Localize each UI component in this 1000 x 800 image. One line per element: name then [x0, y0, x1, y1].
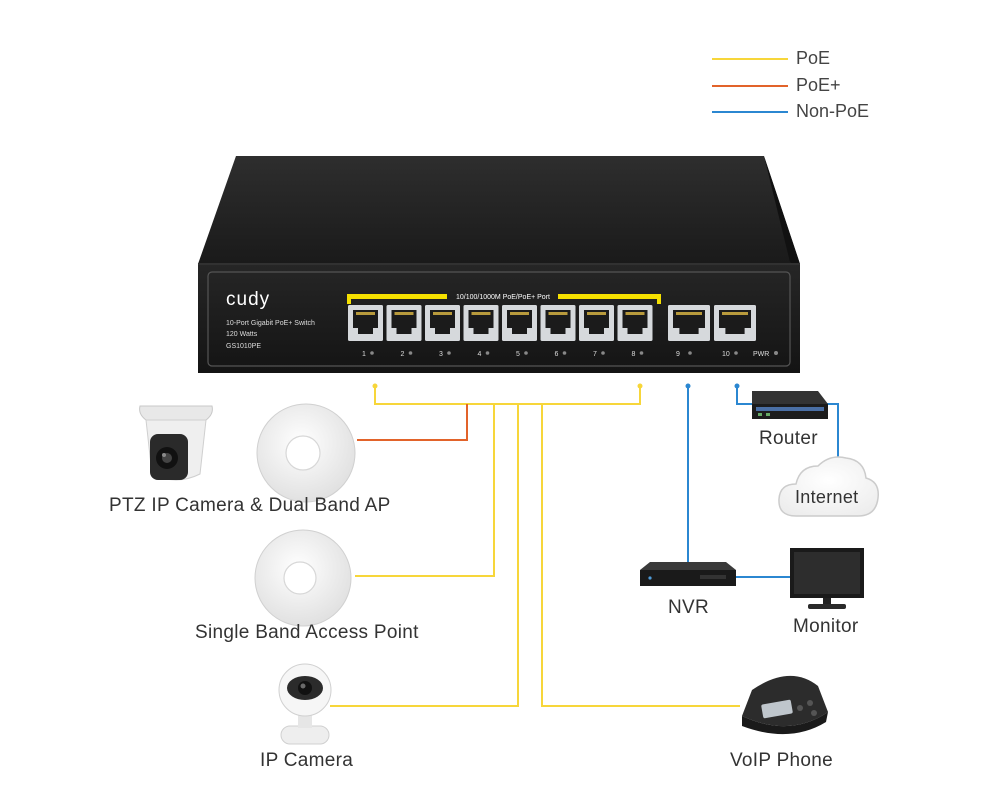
internet-cloud-icon [778, 456, 879, 517]
switch-port-4: 4 [463, 305, 499, 358]
poeplus-line-dual-ap [357, 404, 468, 441]
port-number-8: 8 [632, 351, 636, 358]
port-number-7: 7 [593, 351, 597, 358]
single-band-ap-label: Single Band Access Point [195, 622, 419, 643]
port-number-6: 6 [555, 351, 559, 358]
port-number-5: 5 [516, 351, 520, 358]
port-number-2: 2 [401, 351, 405, 358]
legend-poeplus-line [712, 85, 788, 87]
switch-top [198, 156, 800, 264]
port-number-4: 4 [478, 351, 482, 358]
port-strip-label: 10/100/1000M PoE/PoE+ Port [456, 294, 550, 301]
nonpoe-line-router [736, 386, 752, 405]
port-group: 1 2 3 4 5 6 7 8 9 10 [348, 305, 756, 358]
pwr-label: PWR [753, 351, 769, 358]
ptz-camera-icon [139, 405, 213, 481]
switch-port-10: 10 [714, 305, 756, 358]
legend-poe-line [712, 58, 788, 60]
switch-power: 120 Watts [226, 331, 258, 338]
dual-band-ap-icon [256, 403, 356, 503]
voip-phone-icon [742, 675, 828, 735]
nonpoe-line-router-internet [826, 403, 839, 458]
poe-strip-right [558, 294, 661, 299]
poe-line-voip [541, 404, 740, 707]
port-number-10: 10 [722, 351, 730, 358]
switch-brand-logo: cudy [226, 289, 270, 310]
switch-port-2: 2 [386, 305, 422, 358]
legend-poe-label: PoE [796, 48, 831, 68]
nvr-icon [640, 562, 736, 586]
switch-port-3: 3 [425, 305, 460, 358]
switch-model: GS1010PE [226, 343, 261, 350]
switch-port-5: 5 [502, 305, 537, 358]
switch-port-8: 8 [617, 305, 653, 358]
pwr-led [774, 351, 778, 355]
port-number-3: 3 [439, 351, 443, 358]
ptz-camera-dual-ap-label: PTZ IP Camera & Dual Band AP [109, 495, 391, 516]
legend-poeplus-label: PoE+ [796, 75, 841, 95]
single-band-ap-icon [254, 529, 352, 627]
poe-strip-left [347, 294, 447, 299]
poe-line-port1-bus [374, 386, 641, 405]
switch-description: 10-Port Gigabit PoE+ Switch [226, 320, 315, 327]
internet-label: Internet [795, 487, 859, 507]
switch-port-9: 9 [668, 305, 710, 358]
switch-port-6: 6 [540, 305, 576, 358]
router-label: Router [759, 428, 818, 449]
switch-port-7: 7 [579, 305, 614, 358]
port-number-1: 1 [362, 351, 366, 358]
ip-camera-label: IP Camera [260, 750, 354, 771]
voip-phone-label: VoIP Phone [730, 750, 834, 771]
legend-nonpoe-line [712, 111, 788, 113]
monitor-icon [790, 548, 864, 609]
ip-camera-icon [278, 663, 332, 745]
poe-line-single-ap [355, 404, 495, 577]
poe-switch: cudy 10-Port Gigabit PoE+ Switch 120 Wat… [198, 156, 800, 373]
router-icon [752, 391, 828, 419]
poe-line-ip-camera [330, 404, 519, 707]
monitor-label: Monitor [793, 616, 859, 637]
switch-side-right [764, 156, 800, 270]
nvr-label: NVR [668, 597, 710, 618]
port-number-9: 9 [676, 351, 680, 358]
switch-port-1: 1 [348, 305, 383, 358]
connection-lines [330, 383, 839, 707]
legend-nonpoe-label: Non-PoE [796, 101, 870, 121]
